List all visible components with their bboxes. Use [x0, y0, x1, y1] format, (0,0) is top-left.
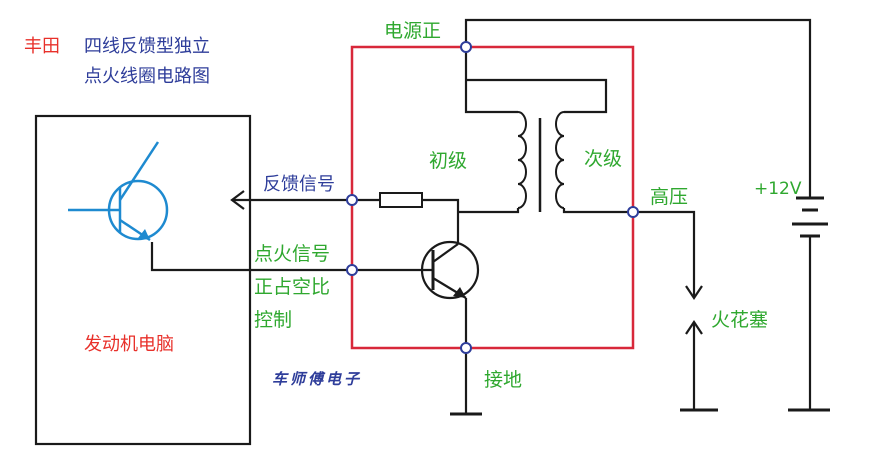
feedback-resistor [379, 192, 423, 208]
watermark-text: 车师傅电子 [272, 370, 362, 388]
ecu-label: 发动机电脑 [84, 334, 174, 355]
secondary-coil-label: 次级 [584, 148, 622, 170]
ecu-box [34, 114, 252, 446]
title-line-1: 四线反馈型独立 [84, 36, 210, 57]
spark-plug-upper-electrode-icon [685, 285, 703, 300]
title-line-2: 点火线圈电路图 [84, 66, 210, 87]
spark-plug-label: 火花塞 [711, 309, 768, 331]
power-supply-wire [464, 18, 812, 198]
ignition-signal-label: 点火信号 [254, 243, 330, 265]
duty-cycle-label-line-1: 正占空比 [254, 276, 330, 298]
high-voltage-label: 高压 [650, 186, 688, 208]
ecu-transistor [68, 141, 169, 242]
igniter-transistor [352, 240, 480, 300]
ground-label: 接地 [484, 369, 522, 391]
feedback-signal-label: 反馈信号 [263, 174, 335, 195]
battery-icon [792, 196, 828, 238]
high-voltage-wire [633, 210, 696, 296]
ecu-transistor-arrow-icon [138, 229, 150, 240]
secondary-coil [555, 111, 565, 209]
ignition-signal-wire [150, 242, 352, 272]
secondary-supply-wire [466, 78, 608, 114]
power-positive-label: 电源正 [384, 20, 441, 42]
secondary-output-wire [562, 208, 633, 214]
primary-return-wire [458, 208, 520, 214]
primary-coil [517, 111, 527, 209]
high-voltage-terminal-node [627, 206, 639, 218]
feedback-arrow-icon [230, 190, 245, 210]
battery-voltage-label: +12V [754, 179, 802, 199]
feedback-resistor-lead-right [422, 198, 460, 244]
ignition-terminal-node [346, 264, 358, 276]
duty-cycle-label-line-2: 控制 [254, 309, 292, 331]
feedback-terminal-node [346, 194, 358, 206]
ground-terminal-node [460, 342, 472, 354]
igniter-transistor-arrow-icon [453, 287, 466, 298]
power-terminal-node [460, 41, 472, 53]
primary-supply-wire [464, 47, 518, 114]
title-brand: 丰田 [24, 36, 60, 57]
primary-coil-label: 初级 [429, 150, 467, 172]
